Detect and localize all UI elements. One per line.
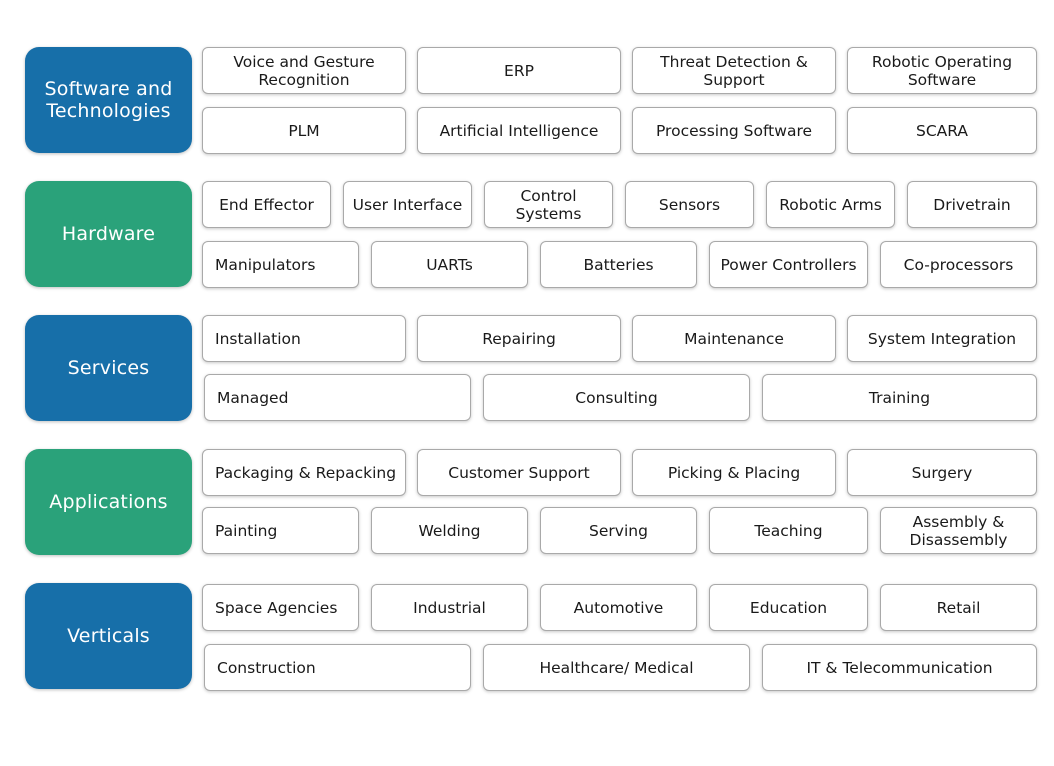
- item-it-telecommunication: IT & Telecommunication: [762, 644, 1037, 691]
- item-robotic-arms: Robotic Arms: [766, 181, 895, 228]
- item-manipulators: Manipulators: [202, 241, 359, 288]
- item-control-systems: Control Systems: [484, 181, 613, 228]
- category-services: Services: [25, 315, 192, 421]
- item-welding: Welding: [371, 507, 528, 554]
- item-end-effector: End Effector: [202, 181, 331, 228]
- item-training: Training: [762, 374, 1037, 421]
- item-teaching: Teaching: [709, 507, 868, 554]
- item-installation: Installation: [202, 315, 406, 362]
- item-maintenance: Maintenance: [632, 315, 836, 362]
- category-applications: Applications: [25, 449, 192, 555]
- item-power-controllers: Power Controllers: [709, 241, 868, 288]
- item-healthcare-medical: Healthcare/ Medical: [483, 644, 750, 691]
- item-plm: PLM: [202, 107, 406, 154]
- item-artificial-intelligence: Artificial Intelligence: [417, 107, 621, 154]
- item-processing-software: Processing Software: [632, 107, 836, 154]
- category-software-and-technologies: Software and Technologies: [25, 47, 192, 153]
- item-system-integration: System Integration: [847, 315, 1037, 362]
- item-retail: Retail: [880, 584, 1037, 631]
- item-assembly-disassembly: Assembly & Disassembly: [880, 507, 1037, 554]
- item-customer-support: Customer Support: [417, 449, 621, 496]
- item-industrial: Industrial: [371, 584, 528, 631]
- item-painting: Painting: [202, 507, 359, 554]
- item-education: Education: [709, 584, 868, 631]
- item-uarts: UARTs: [371, 241, 528, 288]
- item-picking-placing: Picking & Placing: [632, 449, 836, 496]
- category-verticals: Verticals: [25, 583, 192, 689]
- item-erp: ERP: [417, 47, 621, 94]
- item-co-processors: Co-processors: [880, 241, 1037, 288]
- item-space-agencies: Space Agencies: [202, 584, 359, 631]
- item-user-interface: User Interface: [343, 181, 472, 228]
- item-managed: Managed: [204, 374, 471, 421]
- item-repairing: Repairing: [417, 315, 621, 362]
- item-automotive: Automotive: [540, 584, 697, 631]
- item-packaging-repacking: Packaging & Repacking: [202, 449, 406, 496]
- item-batteries: Batteries: [540, 241, 697, 288]
- item-scara: SCARA: [847, 107, 1037, 154]
- category-hardware: Hardware: [25, 181, 192, 287]
- item-drivetrain: Drivetrain: [907, 181, 1037, 228]
- item-voice-gesture-recognition: Voice and Gesture Recognition: [202, 47, 406, 94]
- item-surgery: Surgery: [847, 449, 1037, 496]
- item-robotic-operating-software: Robotic Operating Software: [847, 47, 1037, 94]
- item-construction: Construction: [204, 644, 471, 691]
- item-sensors: Sensors: [625, 181, 754, 228]
- item-threat-detection: Threat Detection & Support: [632, 47, 836, 94]
- item-serving: Serving: [540, 507, 697, 554]
- item-consulting: Consulting: [483, 374, 750, 421]
